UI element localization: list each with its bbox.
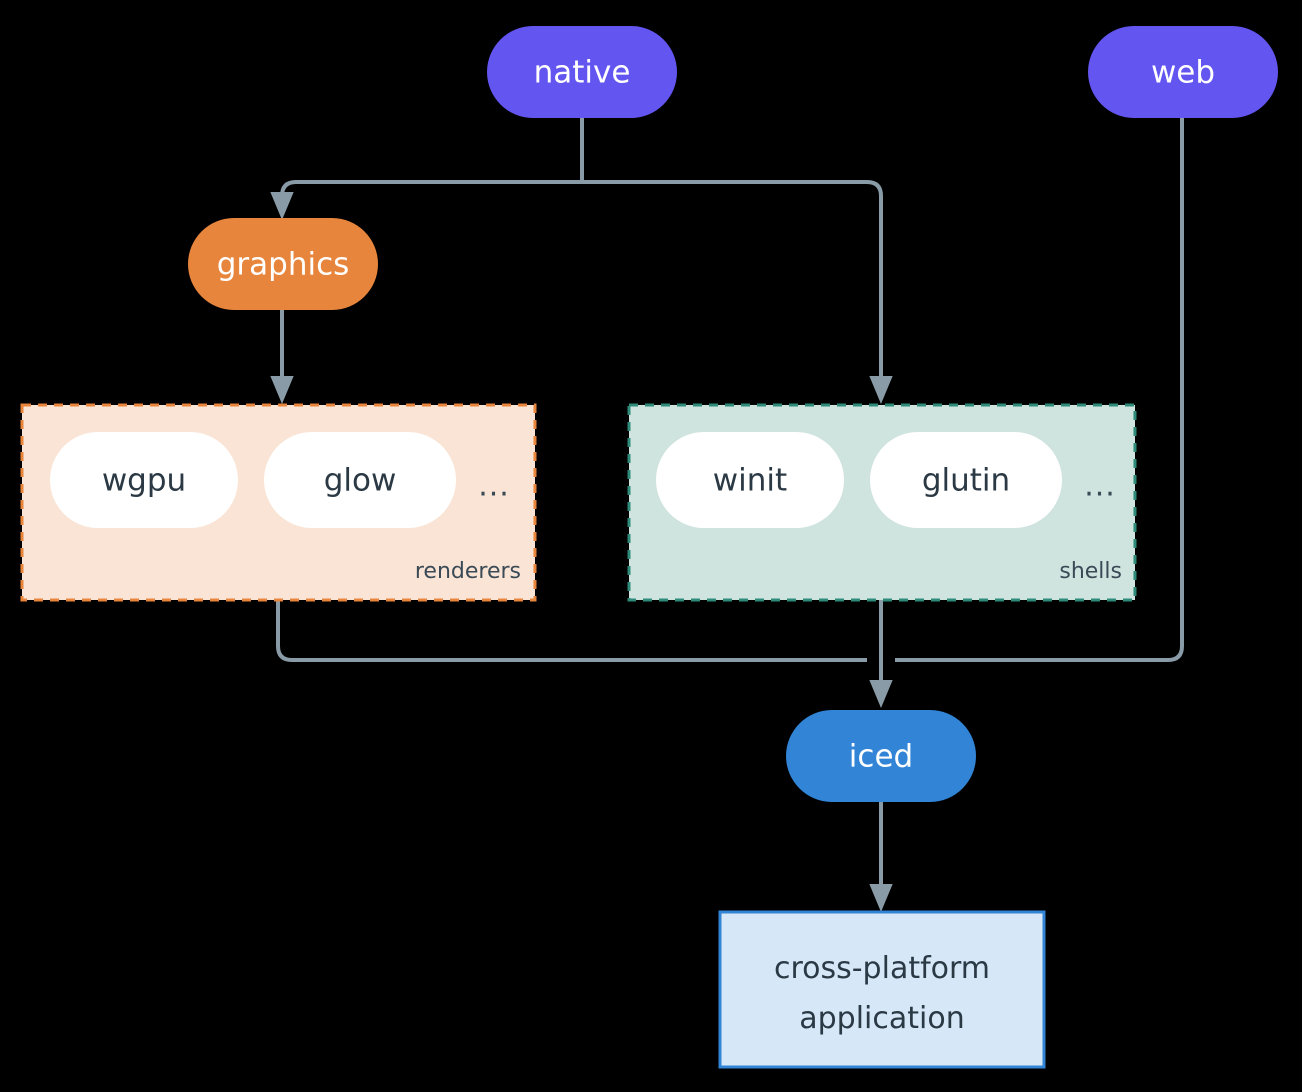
edge-native-to-graphics [270,180,582,220]
shells-group-tag: shells [1059,559,1122,584]
node-web[interactable]: web [1088,26,1278,118]
web-pill[interactable] [1088,26,1278,118]
node-graphics[interactable]: graphics [188,218,378,310]
node-native[interactable]: native [487,26,677,118]
glow-label: glow [324,463,397,499]
native-pill[interactable] [487,26,677,118]
shells-item-winit[interactable]: winit [656,432,844,528]
edge-layer [270,118,1184,912]
native-label: native [534,55,631,91]
application-label-line-1: cross-platform [774,951,990,986]
glutin-label: glutin [922,463,1010,499]
application-label-line-2: application [799,1001,964,1036]
group-shells: winit glutin ... shells [627,403,1137,602]
edge-renderers-to-iced [276,600,867,662]
graphics-pill[interactable] [188,218,378,310]
iced-label: iced [849,739,913,775]
glutin-pill[interactable] [870,432,1062,528]
winit-pill[interactable] [656,432,844,528]
edge-web-to-iced [895,118,1184,662]
glow-pill[interactable] [264,432,456,528]
wgpu-pill[interactable] [50,432,238,528]
group-renderers: wgpu glow ... renderers [20,403,537,602]
winit-label: winit [713,463,787,499]
renderers-item-glow[interactable]: glow [264,432,456,528]
renderers-group-tag: renderers [415,559,521,584]
shells-item-glutin[interactable]: glutin [870,432,1062,528]
renderers-item-wgpu[interactable]: wgpu [50,432,238,528]
wgpu-label: wgpu [102,463,186,499]
node-iced[interactable]: iced [786,710,976,802]
graphics-label: graphics [217,247,350,283]
iced-pill[interactable] [786,710,976,802]
edge-native-to-shells [582,180,893,404]
application-box[interactable] [718,910,1046,1069]
node-application[interactable]: cross-platform application [718,910,1046,1069]
renderers-ellipsis: ... [478,469,510,504]
shells-ellipsis: ... [1084,469,1116,504]
web-label: web [1151,55,1215,91]
